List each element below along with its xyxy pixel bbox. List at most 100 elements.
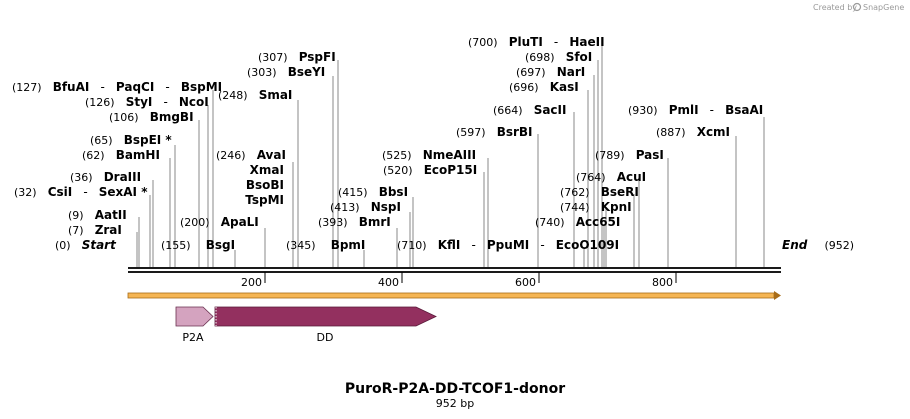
feature-dd[interactable] — [214, 306, 437, 327]
site-label-nari[interactable]: (697) NarI — [516, 61, 585, 80]
site-pos: (698) — [525, 51, 555, 64]
orf-band — [127, 291, 781, 300]
site-label-bseri[interactable]: (762) BseRI — [560, 181, 639, 200]
site-label-pspfi[interactable]: (307) PspFI — [258, 46, 336, 65]
site-name: PmlI — [669, 103, 699, 117]
site-pos: (307) — [258, 51, 288, 64]
credit-text: Created by — [813, 3, 857, 12]
start-pos: (0) — [55, 239, 71, 252]
site-label-zrai[interactable]: (7) ZraI — [68, 219, 122, 238]
site-label-sfoi[interactable]: (698) SfoI — [525, 46, 592, 65]
site-pos: (65) — [90, 134, 113, 147]
site-label-pmli[interactable]: (930) PmlI - BsaAI — [628, 99, 763, 118]
site-name: BspEI * — [124, 133, 173, 147]
feature-label-dd: DD — [317, 331, 334, 344]
site-pos: (7) — [68, 224, 84, 237]
site-label-kpni[interactable]: (744) KpnI — [560, 196, 632, 215]
site-name: BseYI — [288, 65, 326, 79]
site-label-bbsi[interactable]: (415) BbsI — [338, 181, 408, 200]
site-label-bsrbi[interactable]: (597) BsrBI — [456, 121, 533, 140]
site-pos: (127) — [12, 81, 42, 94]
site-label-nspi[interactable]: (413) NspI — [330, 196, 401, 215]
site-label-csii[interactable]: (32) CsiI - SexAI * — [14, 181, 148, 200]
site-label-bmgbi[interactable]: (106) BmgBI — [109, 106, 194, 125]
site-separator: - — [83, 185, 87, 199]
feature-dd-arrow — [214, 306, 437, 327]
site-name: BsgI — [206, 238, 235, 252]
site-separator: - — [540, 238, 544, 252]
site-name: BseRI — [601, 185, 639, 199]
credit-brand: SnapGene — [863, 3, 904, 12]
site-name: BamHI — [116, 148, 160, 162]
tick-label-800: 800 — [652, 276, 673, 289]
site-label-pasi[interactable]: (789) PasI — [595, 144, 664, 163]
site-label-bfuai[interactable]: (127) BfuAI - PaqCI - BspMI — [12, 76, 222, 95]
site-name: PaqCI — [116, 80, 154, 94]
site-pos: (32) — [14, 186, 37, 199]
site-label-apali[interactable]: (200) ApaLI — [180, 211, 259, 230]
axis-ticks — [264, 272, 677, 283]
site-label-styi[interactable]: (126) StyI - NcoI — [85, 91, 209, 110]
site-label-kfli[interactable]: (710) KflI - PpuMI - EcoO109I — [397, 234, 619, 253]
site-label-pluti[interactable]: (700) PluTI - HaeII — [468, 31, 605, 50]
site-name: BsrBI — [497, 125, 533, 139]
end-label[interactable]: End (952) — [782, 234, 854, 253]
site-name: CsiI — [48, 185, 73, 199]
site-label-aatii[interactable]: (9) AatII — [68, 204, 127, 223]
site-name: AatII — [95, 208, 127, 222]
site-label-draiii[interactable]: (36) DraIII — [70, 166, 141, 185]
site-label-bspei[interactable]: (65) BspEI * — [90, 129, 172, 148]
site-pos: (413) — [330, 201, 360, 214]
site-name: DraIII — [104, 170, 141, 184]
site-pos: (525) — [382, 149, 412, 162]
site-name: SmaI — [259, 88, 293, 102]
site-label-ecop15i[interactable]: (520) EcoP15I — [383, 159, 477, 178]
site-label-bamhi[interactable]: (62) BamHI — [82, 144, 160, 163]
site-separator: - — [710, 103, 714, 117]
site-name-bsobi[interactable]: BsoBI — [246, 178, 284, 192]
site-name: BfuAI — [53, 80, 90, 94]
site-label-acc65i[interactable]: (740) Acc65I — [535, 211, 620, 230]
site-name: PspFI — [299, 50, 336, 64]
site-pos: (697) — [516, 66, 546, 79]
site-name: AcuI — [617, 170, 646, 184]
site-pos: (126) — [85, 96, 115, 109]
site-name: Acc65I — [576, 215, 621, 229]
site-separator: - — [471, 238, 475, 252]
site-label-bseyi[interactable]: (303) BseYI — [247, 61, 325, 80]
feature-p2a[interactable] — [175, 306, 214, 327]
start-name: Start — [82, 238, 117, 252]
site-separator: - — [100, 80, 104, 94]
site-label-kasi[interactable]: (696) KasI — [509, 76, 579, 95]
site-label-acui[interactable]: (764) AcuI — [576, 166, 646, 185]
site-pos: (9) — [68, 209, 84, 222]
site-label-nmeaiii[interactable]: (525) NmeAIII — [382, 144, 476, 163]
tick-label-400: 400 — [378, 276, 399, 289]
site-pos: (710) — [397, 239, 427, 252]
site-name-xmai[interactable]: XmaI — [250, 163, 284, 177]
site-pos: (520) — [383, 164, 413, 177]
site-pos: (930) — [628, 104, 658, 117]
site-label-xcmi[interactable]: (887) XcmI — [656, 121, 730, 140]
site-label-bsgi[interactable]: (155) BsgI — [161, 234, 235, 253]
site-pos: (762) — [560, 186, 590, 199]
site-name: PluTI — [509, 35, 543, 49]
tick-label-600: 600 — [515, 276, 536, 289]
site-name-tspmi[interactable]: TspMI — [245, 193, 284, 207]
site-label-smai[interactable]: (248) SmaI — [218, 84, 292, 103]
site-label-sacii[interactable]: (664) SacII — [493, 99, 566, 118]
site-name: SacII — [534, 103, 567, 117]
site-label-avai[interactable]: (246) AvaI — [216, 144, 286, 163]
site-name: ZraI — [95, 223, 122, 237]
site-name: XcmI — [697, 125, 730, 139]
site-name: NmeAIII — [423, 148, 476, 162]
site-label-bmri[interactable]: (393) BmrI — [318, 211, 391, 230]
site-label-bpmi[interactable]: (345) BpmI — [286, 234, 365, 253]
site-pos: (248) — [218, 89, 248, 102]
site-name: NspI — [371, 200, 401, 214]
site-name: SfoI — [566, 50, 593, 64]
site-separator: - — [165, 80, 169, 94]
start-label[interactable]: (0) Start — [55, 234, 117, 253]
feature-p2a-arrow — [175, 306, 214, 327]
site-pos: (744) — [560, 201, 590, 214]
